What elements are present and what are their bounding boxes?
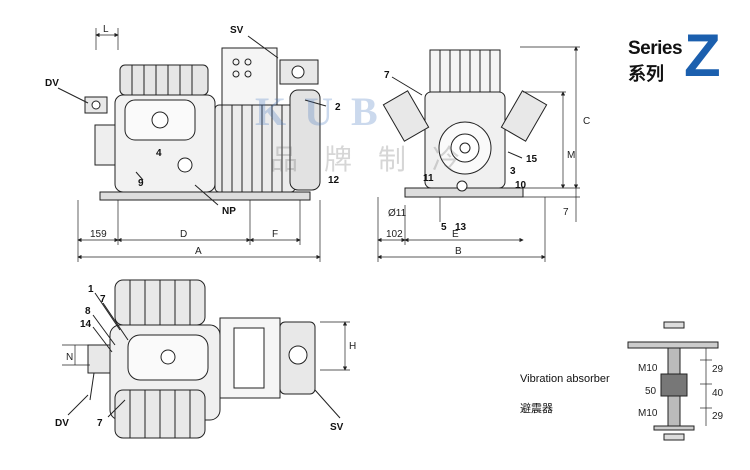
callout-10: 10 [515, 180, 527, 191]
callout-4: 4 [156, 148, 162, 159]
vibration-absorber-drawing [627, 321, 719, 441]
dim-c: C [583, 116, 590, 127]
series-letter: Z [684, 22, 721, 89]
callout-7-bottom: 7 [97, 418, 103, 429]
dim-l: L [103, 24, 109, 35]
dim-b: B [455, 246, 462, 257]
callout-8: 8 [85, 306, 91, 317]
callout-dv-top: DV [55, 418, 69, 429]
dim-159: 159 [90, 229, 107, 240]
callout-sv-top: SV [330, 422, 344, 433]
series-word: Series [628, 38, 683, 59]
callout-14: 14 [80, 319, 92, 330]
callout-1: 1 [88, 284, 94, 295]
top-view-labels: 1 7 8 14 DV 7 SV N H [55, 284, 356, 433]
callout-13: 13 [455, 222, 467, 233]
dim-a: A [195, 246, 202, 257]
end-view [377, 46, 580, 262]
dim-e: E [452, 229, 459, 240]
dim-n: N [66, 352, 73, 363]
vib-dim-m10-top: M10 [638, 363, 658, 374]
dim-f: F [272, 229, 278, 240]
callout-3: 3 [510, 166, 516, 177]
callout-dv: DV [45, 78, 59, 89]
callout-7: 7 [384, 70, 390, 81]
dim-d11: Ø11 [388, 208, 407, 219]
dim-h: H [349, 341, 356, 352]
callout-5: 5 [441, 222, 447, 233]
callout-12: 12 [328, 175, 340, 186]
vib-dim-29-top: 29 [712, 364, 724, 375]
dim-102: 102 [386, 229, 403, 240]
vibration-absorber-label: Vibration absorber [520, 373, 610, 385]
callout-11: 11 [423, 173, 434, 184]
vibration-absorber-labels: M10 50 M10 29 40 29 [638, 363, 724, 422]
dim-m: M [567, 150, 575, 161]
callout-15: 15 [526, 154, 538, 165]
dim-d: D [180, 229, 187, 240]
callout-2: 2 [335, 102, 341, 113]
side-view-labels: SV DV 2 4 9 12 NP L 159 D F A [45, 24, 341, 257]
vib-dim-50: 50 [645, 386, 657, 397]
end-view-labels: 7 15 3 10 11 5 13 C M 7 Ø11 102 E B [384, 70, 590, 257]
vib-dim-29-bottom: 29 [712, 411, 724, 422]
watermark-latin: KUB [255, 89, 396, 134]
callout-9: 9 [138, 178, 144, 189]
callout-np: NP [222, 206, 236, 217]
vib-dim-m10-bottom: M10 [638, 408, 658, 419]
side-view [57, 28, 327, 262]
dim-7: 7 [563, 207, 569, 218]
top-view [62, 279, 350, 439]
series-cn: 系列 [628, 64, 664, 85]
callout-7-top: 7 [100, 294, 106, 305]
callout-sv: SV [230, 25, 244, 36]
vib-dim-40: 40 [712, 388, 724, 399]
vibration-absorber-cn: 避震器 [520, 402, 553, 415]
watermark-cn: 品牌制冷 [270, 143, 487, 176]
